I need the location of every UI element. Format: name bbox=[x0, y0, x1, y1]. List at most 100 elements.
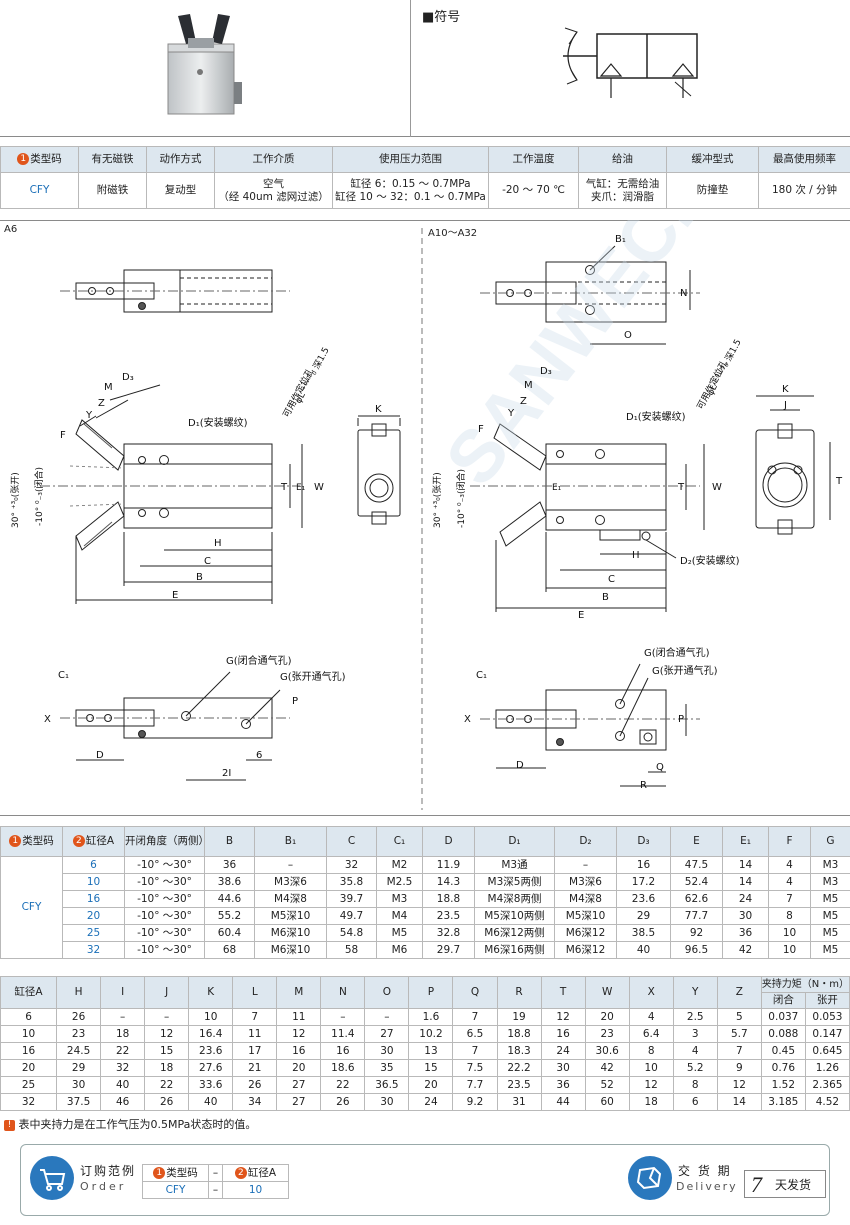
delivery-days: 7 bbox=[751, 1172, 762, 1197]
label-q-right: Q bbox=[656, 762, 664, 773]
table-cell: 30 bbox=[364, 1042, 410, 1060]
table-cell: 24 bbox=[408, 1093, 454, 1111]
table-cell: 13 bbox=[408, 1042, 454, 1060]
dim1-header-d2: D₂ bbox=[554, 826, 617, 857]
table-cell: 18 bbox=[144, 1059, 190, 1077]
dim2-header-o: O bbox=[364, 976, 410, 1009]
table-cell: M6深10 bbox=[254, 941, 327, 959]
dim2-header-x: X bbox=[628, 976, 674, 1009]
table-cell: 0.053 bbox=[804, 1008, 850, 1026]
badge-2: 2 bbox=[72, 835, 85, 848]
table-cell: M3 bbox=[376, 890, 423, 908]
label-l-right: T bbox=[835, 476, 843, 487]
spec-pressure-line1: 缸径 6：0.15 ～ 0.7MPa bbox=[350, 178, 471, 191]
table-cell: 7.7 bbox=[452, 1076, 498, 1094]
drawing-title-right: A10～A32 bbox=[428, 228, 478, 239]
spec-temp: -20 ～ 70 ℃ bbox=[488, 172, 579, 209]
table-cell: 26 bbox=[320, 1093, 366, 1111]
table-cell: 52.4 bbox=[670, 873, 723, 891]
table-cell: M5 bbox=[810, 941, 850, 959]
table-cell: M6深12两侧 bbox=[474, 924, 555, 942]
table-cell: 18.3 bbox=[496, 1042, 542, 1060]
order-dash-value: – bbox=[208, 1181, 223, 1199]
label-d1-left: D₁(安装螺纹) bbox=[188, 416, 248, 429]
table-cell: M5 bbox=[376, 924, 423, 942]
spec-pressure-line2: 缸径 10 ～ 32：0.1 ～ 0.7MPa bbox=[335, 190, 486, 203]
table-cell: 4.52 bbox=[804, 1093, 850, 1111]
table-cell: 23 bbox=[584, 1025, 630, 1043]
table-cell: 40 bbox=[188, 1093, 234, 1111]
table-cell: 0.76 bbox=[760, 1059, 806, 1077]
table-cell: 35 bbox=[364, 1059, 410, 1077]
footnote-text: 表中夹持力是在工作气压为0.5MPa状态时的值。 bbox=[18, 1118, 257, 1131]
label-e-left: E bbox=[172, 590, 178, 601]
label-t-left: T bbox=[280, 482, 288, 493]
table-cell: 25 bbox=[62, 924, 125, 942]
dim2-header-force: 夹持力矩（N・m） bbox=[760, 976, 850, 993]
table-cell: 1.6 bbox=[408, 1008, 454, 1026]
label-d3-right: D₃ bbox=[540, 366, 552, 377]
order-value-row: CFY – 10 bbox=[142, 1181, 289, 1199]
label-p-right: P bbox=[678, 714, 684, 725]
table-cell: 42 bbox=[722, 941, 769, 959]
table-cell: 26 bbox=[56, 1008, 102, 1026]
label-n: N bbox=[680, 288, 687, 299]
label-6-left: 6 bbox=[256, 750, 262, 761]
dim1-header-g: G bbox=[810, 826, 850, 857]
table-cell: 10.2 bbox=[408, 1025, 454, 1043]
table-cell: 6 bbox=[0, 1008, 58, 1026]
table-cell: 23.5 bbox=[496, 1076, 542, 1094]
label-x-left: X bbox=[44, 714, 51, 725]
table-cell: M6深10 bbox=[254, 924, 327, 942]
table-cell: 0.645 bbox=[804, 1042, 850, 1060]
table-cell: 5.7 bbox=[716, 1025, 762, 1043]
table-cell: 22.2 bbox=[496, 1059, 542, 1077]
table-cell: 16 bbox=[276, 1042, 322, 1060]
label-g-open-left: G(张开通气孔) bbox=[280, 670, 346, 683]
table-cell: 31 bbox=[496, 1093, 542, 1111]
table-cell: 6 bbox=[62, 856, 125, 874]
table-cell: 36 bbox=[540, 1076, 586, 1094]
table-cell: M6 bbox=[376, 941, 423, 959]
order-panel bbox=[20, 1144, 830, 1216]
table-cell: -10° ～30° bbox=[124, 873, 205, 891]
footnote: ! 表中夹持力是在工作气压为0.5MPa状态时的值。 bbox=[4, 1116, 256, 1132]
table-cell: 7 bbox=[768, 890, 811, 908]
table-cell: 15 bbox=[144, 1042, 190, 1060]
table-cell: M5 bbox=[810, 924, 850, 942]
spec-oil: 气缸：无需给油夹爪：润滑脂 bbox=[578, 172, 667, 209]
order-val2: 10 bbox=[222, 1181, 289, 1199]
table-cell: 11 bbox=[232, 1025, 278, 1043]
table-cell: 8 bbox=[628, 1042, 674, 1060]
table-cell: 10 bbox=[628, 1059, 674, 1077]
table-cell: 6 bbox=[672, 1093, 718, 1111]
table-cell: 58 bbox=[326, 941, 377, 959]
table-cell: 52 bbox=[584, 1076, 630, 1094]
table-cell: – bbox=[554, 856, 617, 874]
dim1-header-d3: D₃ bbox=[616, 826, 671, 857]
table-cell: 18 bbox=[100, 1025, 146, 1043]
spec-medium: 空气（经 40um 滤网过滤） bbox=[214, 172, 333, 209]
label-d-right: D bbox=[516, 760, 524, 771]
table-cell: – bbox=[254, 856, 327, 874]
spec-medium-line2: （经 40um 滤网过滤） bbox=[218, 190, 329, 203]
product-photo bbox=[167, 14, 242, 115]
table-cell: M6深12 bbox=[554, 941, 617, 959]
spec-oil-line1: 气缸：无需给油 bbox=[585, 178, 660, 191]
table-cell: 4 bbox=[672, 1042, 718, 1060]
table-cell: 19 bbox=[496, 1008, 542, 1026]
table-cell: 11.4 bbox=[320, 1025, 366, 1043]
watermark: SANWECH bbox=[429, 220, 730, 500]
badge-2: 2 bbox=[234, 1166, 247, 1179]
delivery-truck-icon bbox=[628, 1156, 672, 1200]
table-cell: 24 bbox=[722, 890, 769, 908]
table-cell: -10° ～30° bbox=[124, 907, 205, 925]
